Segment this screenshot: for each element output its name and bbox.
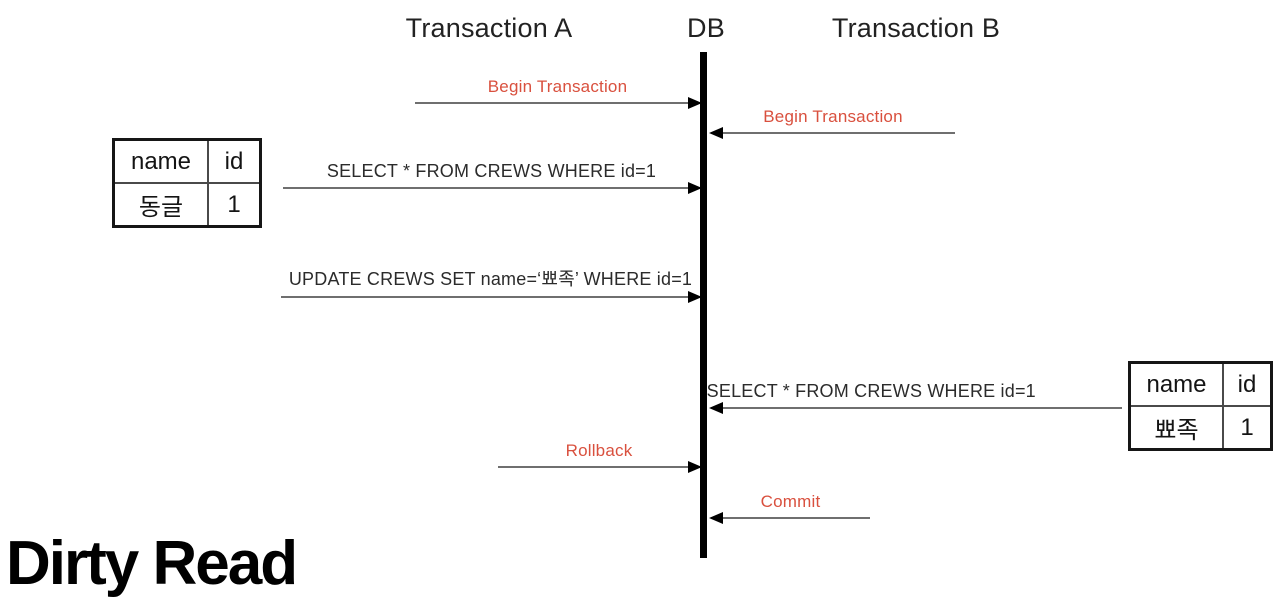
arrow-select-transaction-a: SELECT * FROM CREWS WHERE id=1 (283, 161, 702, 194)
arrow-update-transaction-a: UPDATE CREWS SET name=‘뾰족’ WHERE id=1 (281, 269, 702, 303)
arrow-label: Rollback (565, 441, 633, 460)
diagram-title: Dirty Read (6, 529, 298, 598)
arrow-begin-transaction-b: Begin Transaction (709, 107, 955, 139)
table-cell-id: 1 (207, 182, 262, 228)
arrowhead-right-icon (688, 291, 702, 303)
arrow-label: Begin Transaction (487, 77, 628, 96)
arrow-label: SELECT * FROM CREWS WHERE id=1 (706, 381, 1036, 401)
arrowhead-left-icon (709, 402, 723, 414)
arrow-begin-transaction-a: Begin Transaction (415, 77, 702, 109)
table-cell-name: 동글 (112, 182, 209, 228)
table-header-name: name (1128, 361, 1224, 407)
table-row: 뾰족 1 (1128, 405, 1273, 451)
lane-header-db: DB (687, 13, 725, 43)
arrow-rollback: Rollback (498, 441, 702, 473)
crews-result-table-transaction-a: name id 동글 1 (112, 138, 262, 228)
arrowhead-right-icon (688, 461, 702, 473)
arrowhead-right-icon (688, 97, 702, 109)
table-cell-name: 뾰족 (1128, 405, 1224, 451)
arrow-label: Commit (760, 492, 821, 511)
arrow-select-transaction-b: SELECT * FROM CREWS WHERE id=1 (707, 381, 1122, 414)
table-header-row: name id (112, 138, 262, 184)
table-cell-id: 1 (1222, 405, 1273, 451)
table-header-id: id (207, 138, 262, 184)
table-header-name: name (112, 138, 209, 184)
db-lifeline (700, 52, 707, 558)
arrowhead-right-icon (688, 182, 702, 194)
crews-result-table-transaction-b: name id 뾰족 1 (1128, 361, 1273, 451)
arrow-label: UPDATE CREWS SET name=‘뾰족’ WHERE id=1 (288, 269, 693, 289)
arrowhead-left-icon (709, 127, 723, 139)
arrow-label: SELECT * FROM CREWS WHERE id=1 (326, 161, 657, 181)
table-row: 동글 1 (112, 182, 262, 228)
lane-header-transaction-b: Transaction B (831, 13, 1001, 43)
arrowhead-left-icon (709, 512, 723, 524)
arrow-label: Begin Transaction (763, 107, 903, 126)
table-header-row: name id (1128, 361, 1273, 407)
lane-header-transaction-a: Transaction A (405, 13, 573, 43)
arrow-commit: Commit (709, 492, 870, 524)
table-header-id: id (1222, 361, 1273, 407)
